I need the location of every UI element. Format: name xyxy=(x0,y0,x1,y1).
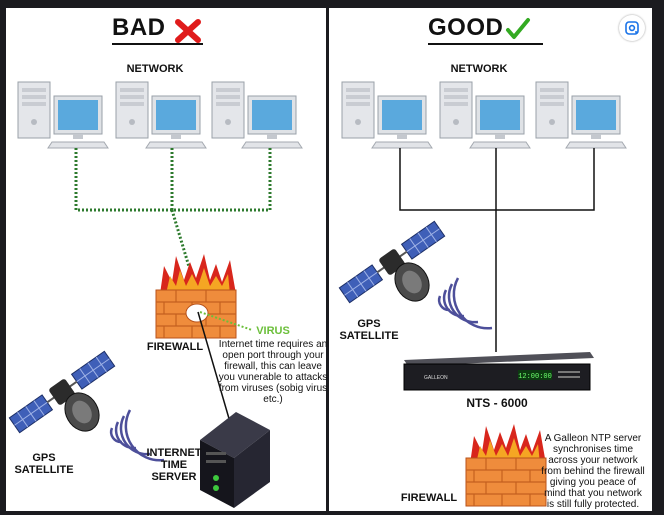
server-icon xyxy=(200,412,270,508)
virus-label: VIRUS xyxy=(256,325,290,337)
bad-gps-label: GPS SATELLITE xyxy=(14,452,74,476)
firewall-icon xyxy=(465,424,547,507)
compromised-network-link xyxy=(74,148,272,291)
good-gps-label: GPS SATELLITE xyxy=(339,318,399,342)
bad-title: BAD xyxy=(112,14,203,45)
computer-icon xyxy=(439,81,531,149)
bad-network-label: NETWORK xyxy=(126,63,184,75)
virus-warning-note: Internet time requires an open port thro… xyxy=(218,339,328,405)
good-title: GOOD xyxy=(428,14,543,45)
green-check-icon xyxy=(506,18,530,39)
virus-path xyxy=(199,311,253,331)
computer-icon xyxy=(211,81,303,149)
bad-firewall-label: FIREWALL xyxy=(146,341,204,353)
firewall-icon xyxy=(155,254,237,339)
satellite-icon xyxy=(8,350,116,438)
signal-waves-icon xyxy=(437,276,494,330)
internet-time-link xyxy=(197,311,231,423)
galleon-ntp-note: A Galleon NTP server synchronises time a… xyxy=(541,433,645,510)
satellite-icon xyxy=(338,220,446,308)
device-display: 12:00:00 xyxy=(518,373,552,381)
computer-icon xyxy=(535,81,627,149)
computer-icon xyxy=(341,81,433,149)
computer-icon xyxy=(115,81,207,149)
network-link xyxy=(399,148,595,352)
image-search-button[interactable] xyxy=(619,15,645,41)
good-network-label: NETWORK xyxy=(450,63,508,75)
nts-6000-label: NTS - 6000 xyxy=(466,396,528,410)
device-brand: GALLEON xyxy=(424,375,448,381)
computer-icon xyxy=(17,81,109,149)
internet-time-server-label: INTERNET TIME SERVER xyxy=(146,447,202,483)
good-firewall-label: FIREWALL xyxy=(400,492,458,504)
ntp-server-device: 12:00:00 GALLEON xyxy=(403,352,594,391)
bad-panel xyxy=(6,8,326,511)
google-lens-icon xyxy=(625,21,639,35)
red-x-icon xyxy=(175,19,201,43)
